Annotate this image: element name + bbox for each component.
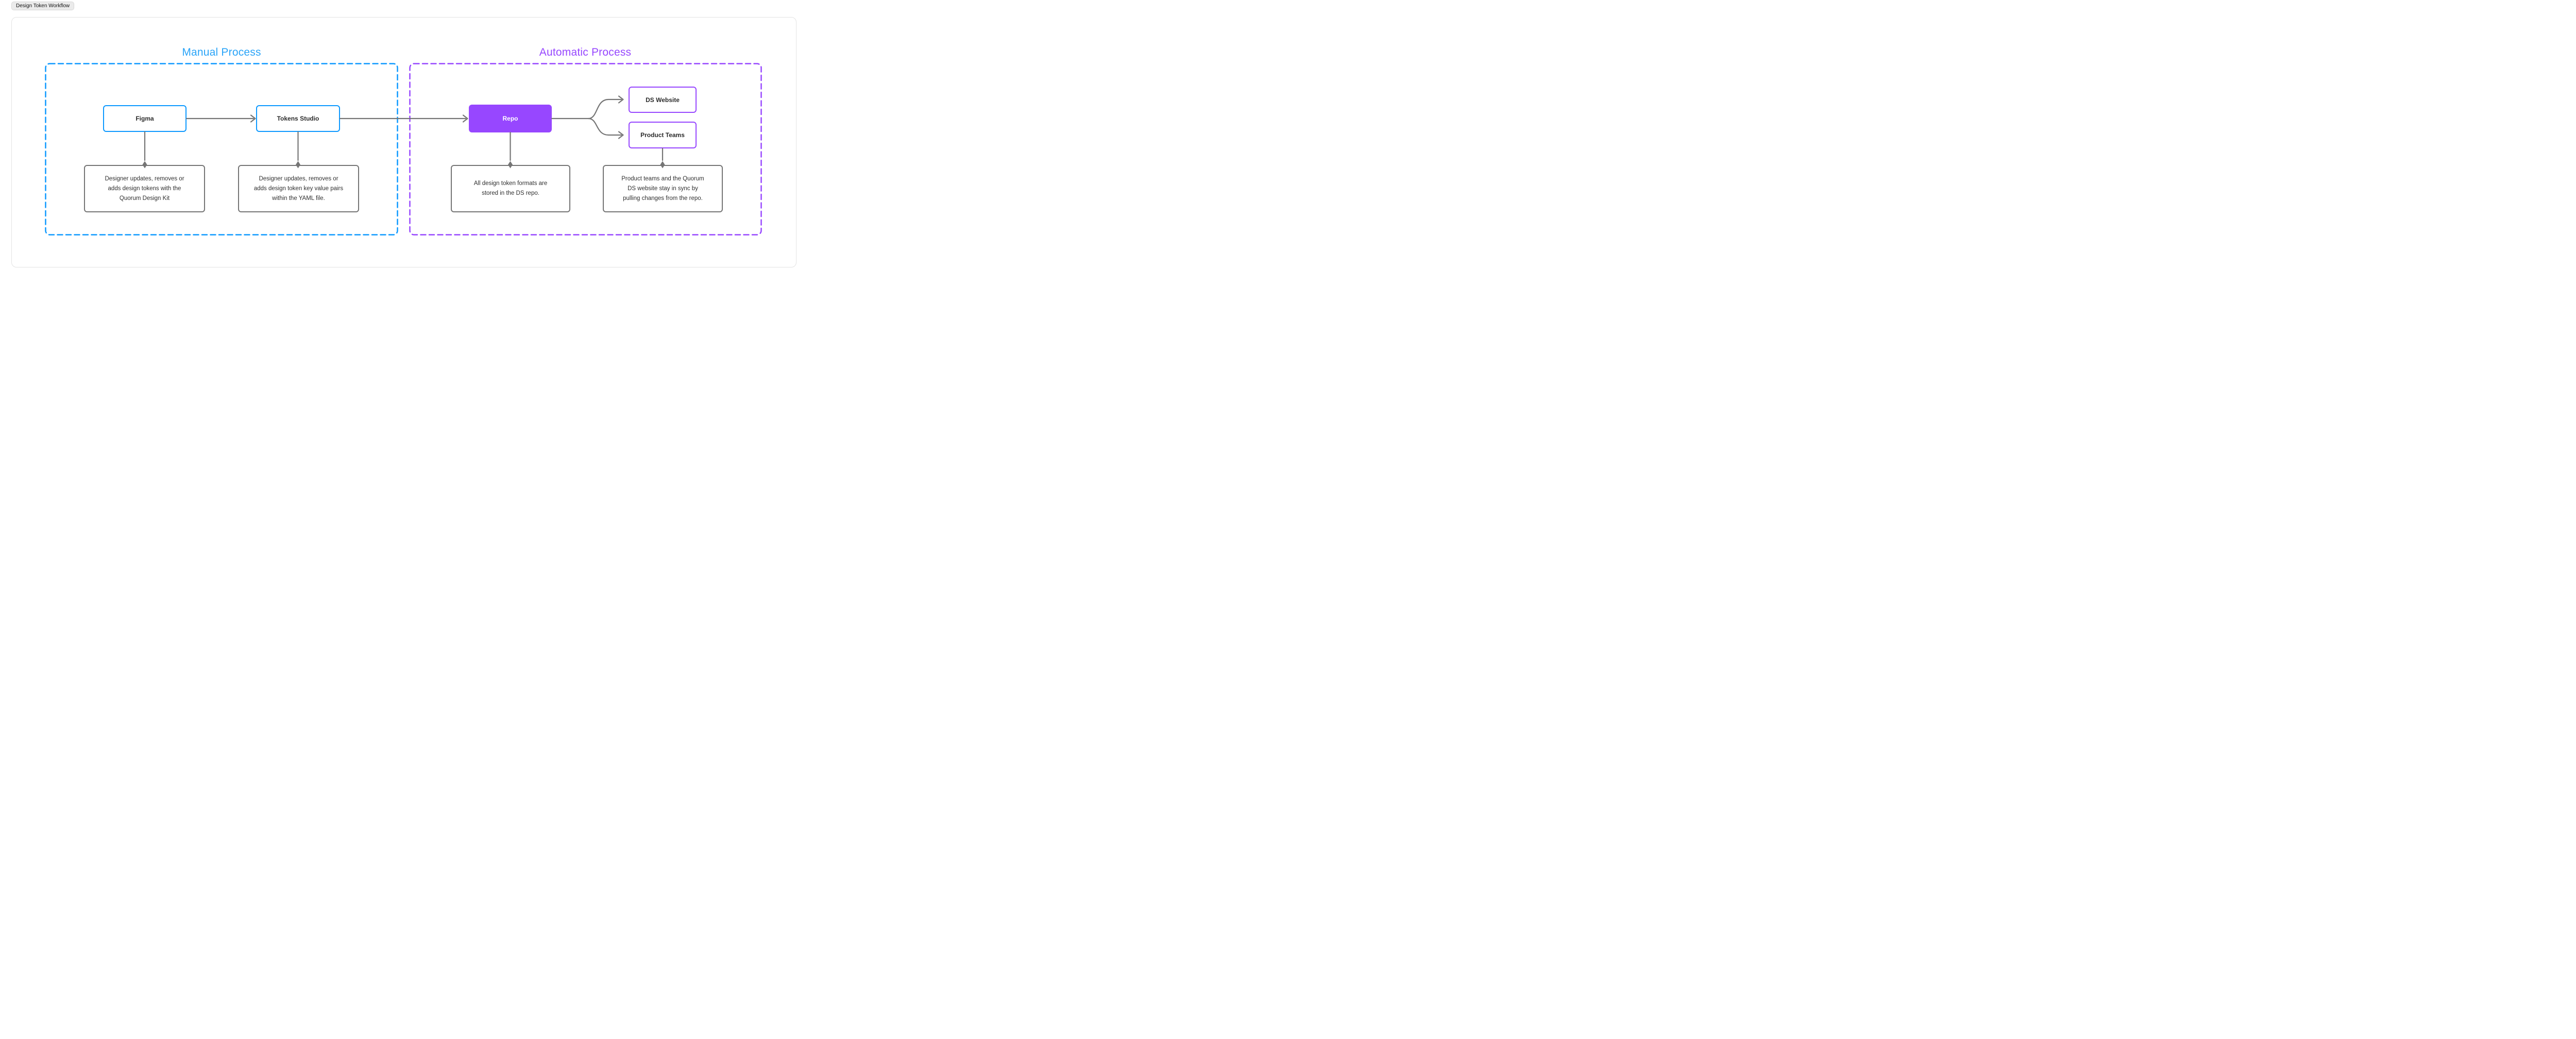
note-product-teams-line1: Product teams and the Quorum (621, 175, 704, 182)
node-figma-label: Figma (135, 115, 154, 122)
note-repo-line1: All design token formats are (473, 180, 548, 187)
note-tokens-studio-line2: adds design token key value pairs (253, 185, 344, 192)
node-repo-label: Repo (502, 115, 518, 122)
node-ds-website-label: DS Website (646, 96, 680, 104)
node-product-teams-label: Product Teams (640, 131, 685, 139)
note-figma-line3: Quorum Design Kit (119, 195, 170, 202)
node-repo[interactable]: Repo (469, 105, 552, 132)
note-tokens-studio-line1: Designer updates, removes or (259, 175, 338, 182)
note-repo[interactable]: All design token formats are stored in t… (451, 165, 570, 212)
note-figma-line2: adds design tokens with the (108, 185, 181, 192)
manual-process-title[interactable]: Manual Process (182, 46, 261, 58)
node-tokens-studio-label: Tokens Studio (277, 115, 319, 122)
note-product-teams-line2: DS website stay in sync by (628, 185, 698, 192)
whiteboard-stage: Design Token Workflow Manual Process Aut… (0, 0, 808, 277)
note-figma-line1: Designer updates, removes or (105, 175, 184, 182)
note-tokens-studio[interactable]: Designer updates, removes or adds design… (238, 165, 359, 212)
note-product-teams-line3: pulling changes from the repo. (623, 195, 703, 202)
node-product-teams[interactable]: Product Teams (629, 122, 697, 148)
node-figma[interactable]: Figma (103, 105, 187, 132)
board-title-badge[interactable]: Design Token Workflow (11, 2, 75, 10)
note-product-teams[interactable]: Product teams and the Quorum DS website … (603, 165, 723, 212)
node-ds-website[interactable]: DS Website (629, 87, 697, 113)
note-tokens-studio-line3: within the YAML file. (272, 195, 325, 202)
note-figma[interactable]: Designer updates, removes or adds design… (84, 165, 205, 212)
node-tokens-studio[interactable]: Tokens Studio (256, 105, 340, 132)
automatic-process-title[interactable]: Automatic Process (539, 46, 632, 58)
note-repo-line2: stored in the DS repo. (482, 190, 539, 196)
